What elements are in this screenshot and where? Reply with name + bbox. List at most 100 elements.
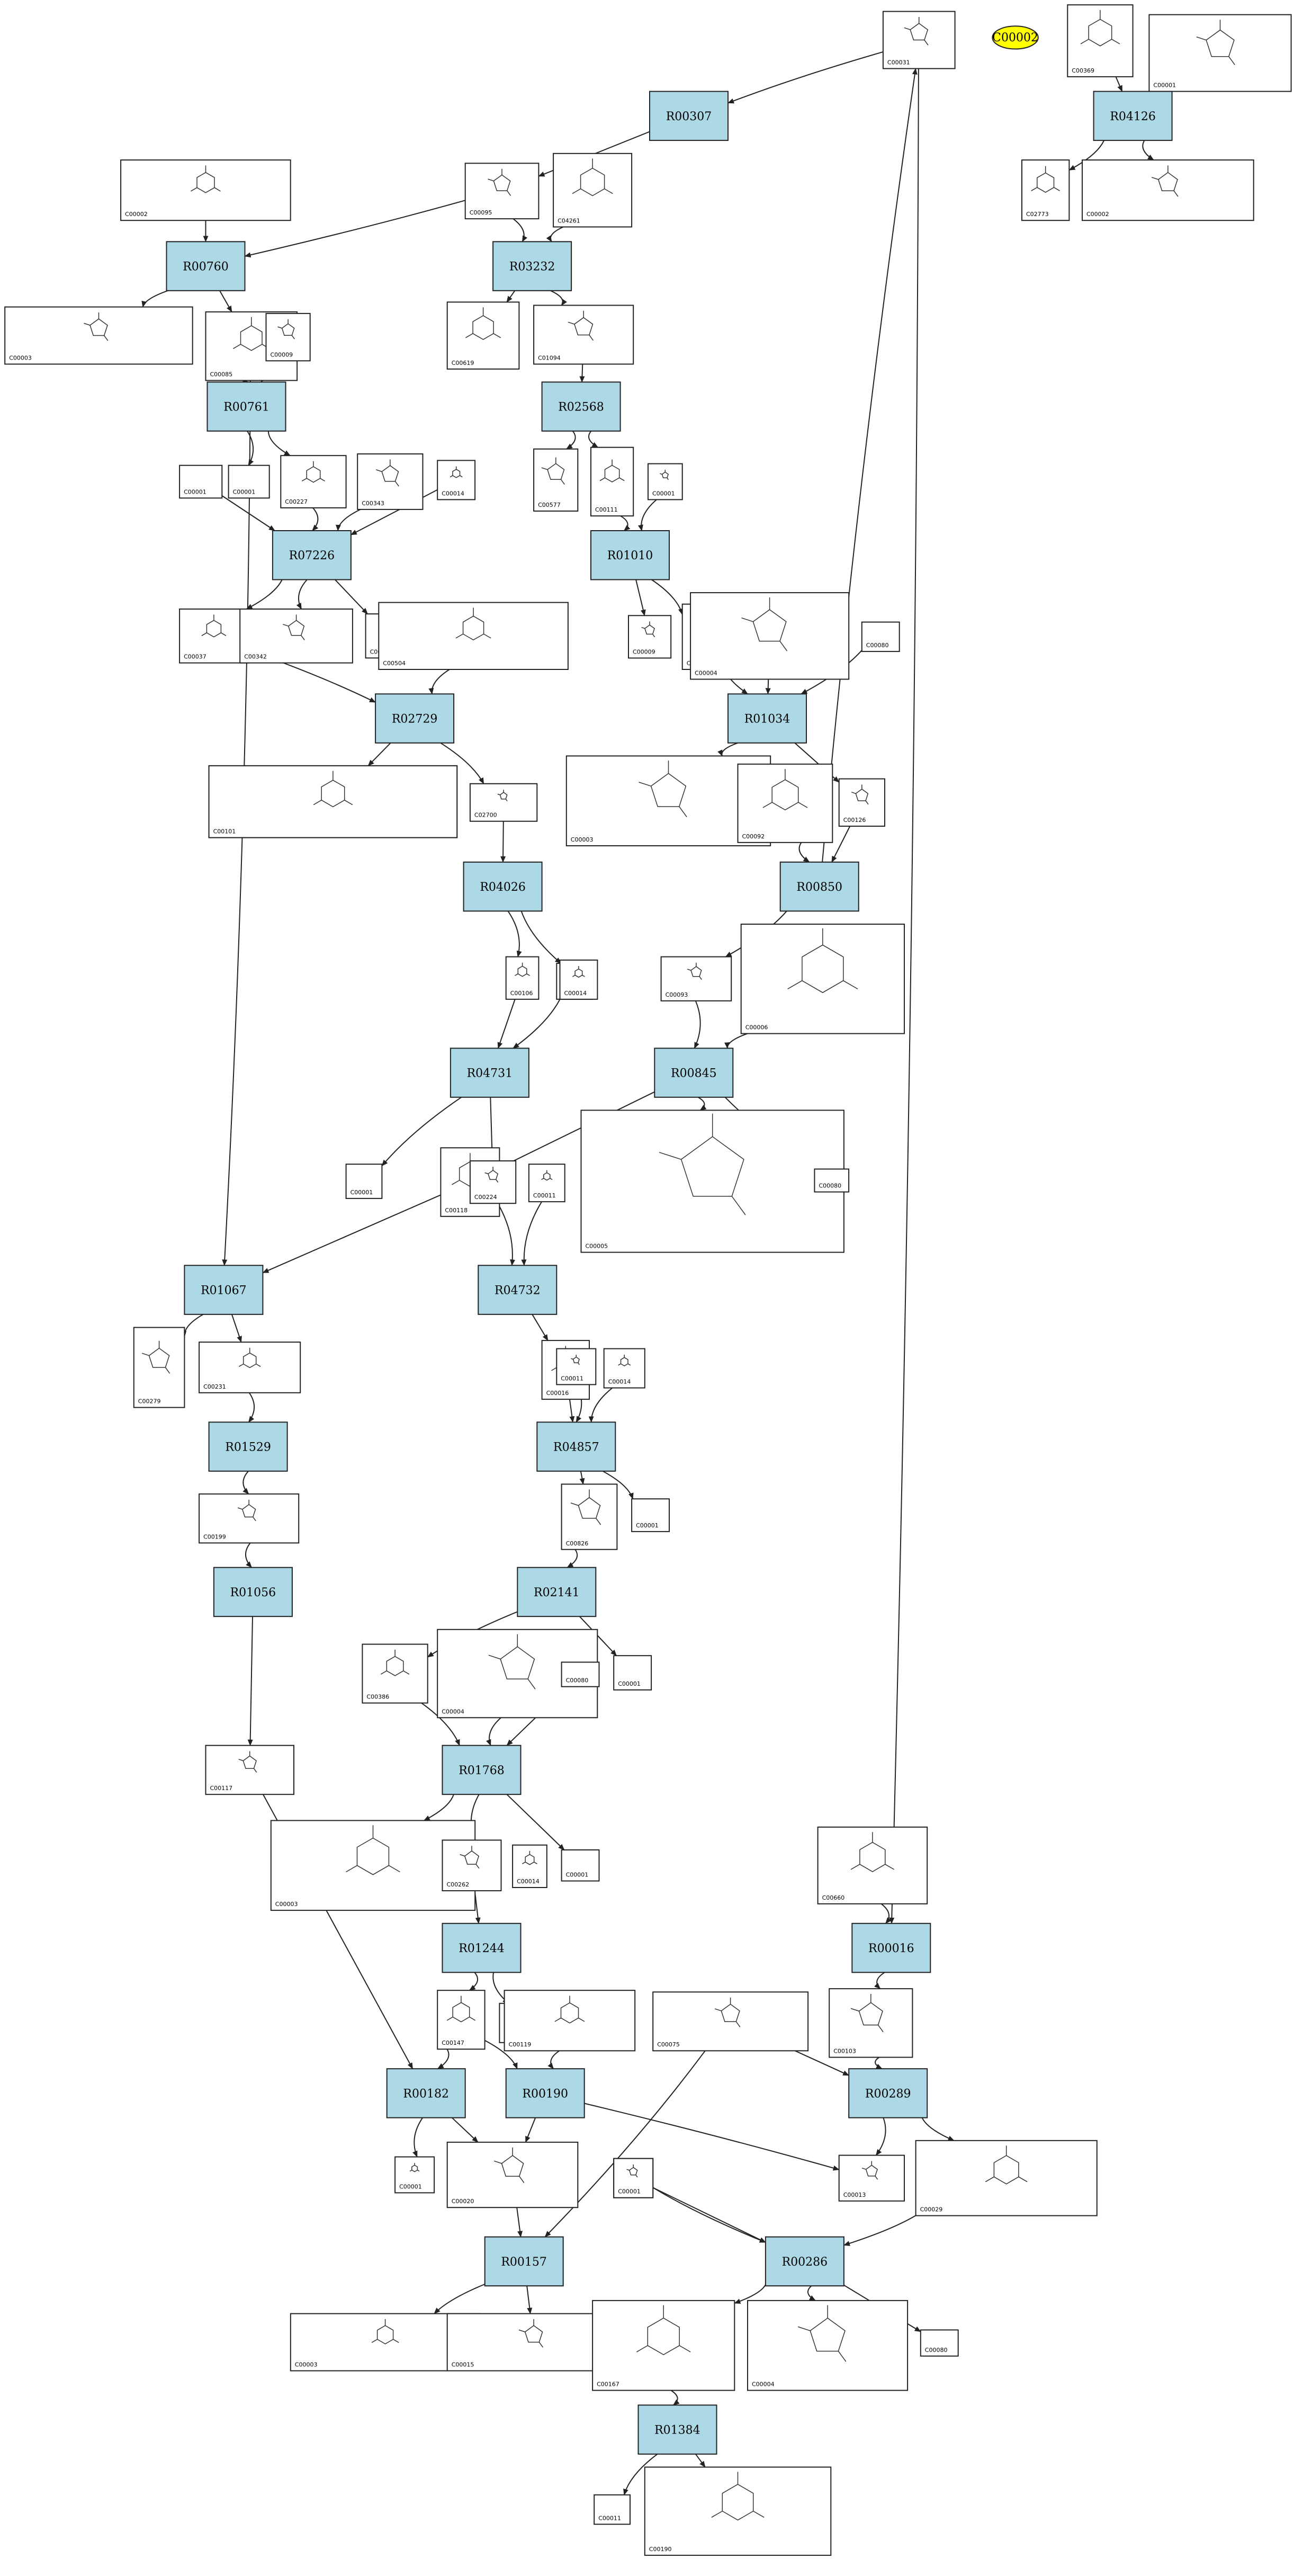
compound-node[interactable]: C00080	[814, 1168, 850, 1193]
compound-node[interactable]: C00003	[565, 755, 771, 847]
compound-node[interactable]: C00167	[592, 2300, 735, 2391]
compound-node[interactable]: C01094	[533, 305, 634, 365]
compound-node[interactable]: C00103	[829, 1988, 913, 2058]
compound-node[interactable]: C00001	[631, 1498, 670, 1532]
reaction-node-r00845[interactable]: R00845	[654, 1048, 734, 1098]
reaction-node-r03232[interactable]: R03232	[492, 241, 572, 291]
reaction-node-r00761[interactable]: R00761	[206, 381, 286, 432]
compound-node[interactable]: C00093	[660, 956, 732, 1001]
compound-node[interactable]: C02773	[1021, 159, 1070, 221]
reaction-node-r02568[interactable]: R02568	[541, 381, 621, 432]
compound-node[interactable]: C00011	[528, 1164, 565, 1203]
reaction-node-r04731[interactable]: R04731	[450, 1048, 529, 1098]
compound-node[interactable]: C00095	[464, 163, 540, 220]
reaction-node-r00850[interactable]: R00850	[779, 861, 859, 912]
compound-node[interactable]: C00504	[378, 602, 569, 670]
reaction-node-r00760[interactable]: R00760	[166, 241, 246, 291]
reaction-node-r01010[interactable]: R01010	[590, 530, 670, 580]
compound-node[interactable]: C00119	[504, 1990, 636, 2052]
compound-node[interactable]: C00231	[199, 1341, 301, 1393]
compound-node[interactable]: C00031	[882, 11, 956, 69]
compound-node[interactable]: C00001	[394, 2156, 435, 2194]
compound-node[interactable]: C00003	[4, 306, 193, 365]
reaction-node-r01529[interactable]: R01529	[208, 1421, 288, 1472]
compound-node[interactable]: C00343	[357, 453, 424, 510]
compound-node[interactable]: C00006	[740, 924, 905, 1034]
compound-node[interactable]: C00106	[505, 956, 540, 1000]
compound-node[interactable]: C00004	[747, 2300, 909, 2391]
compound-node[interactable]: C00014	[559, 959, 598, 1000]
compound-node[interactable]: C00117	[205, 1745, 294, 1795]
compound-node[interactable]: C00001	[648, 463, 683, 500]
reaction-node-r00307[interactable]: R00307	[649, 91, 729, 141]
compound-node[interactable]: C00826	[561, 1483, 618, 1550]
compound-node[interactable]: C00014	[603, 1348, 645, 1389]
compound-node[interactable]: C00279	[133, 1327, 185, 1408]
reaction-node-r04126[interactable]: R04126	[1093, 91, 1173, 141]
reaction-node-r00157[interactable]: R00157	[484, 2236, 564, 2287]
compound-node[interactable]: C00013	[838, 2154, 905, 2202]
compound-node[interactable]: C00080	[861, 621, 900, 652]
reaction-node-r01244[interactable]: R01244	[442, 1922, 522, 1973]
reaction-node-r00182[interactable]: R00182	[386, 2068, 466, 2118]
reaction-node-r01384[interactable]: R01384	[637, 2404, 717, 2455]
compound-node[interactable]: C00001	[179, 464, 223, 499]
compound-node[interactable]: C00126	[838, 778, 885, 827]
compound-node[interactable]: C00386	[362, 1643, 428, 1704]
compound-node[interactable]: C00001	[613, 1655, 652, 1690]
compound-node[interactable]: C00001	[228, 464, 270, 499]
compound-node[interactable]: C00262	[442, 1839, 502, 1892]
compound-node[interactable]: C00009	[265, 312, 311, 362]
compound-node[interactable]: C00199	[199, 1493, 300, 1544]
reaction-node-r00016[interactable]: R00016	[851, 1922, 931, 1973]
compound-node[interactable]: C00075	[652, 1991, 809, 2052]
reaction-node-r01034[interactable]: R01034	[727, 693, 807, 744]
compound-node[interactable]: C00001	[561, 1849, 600, 1882]
compound-node[interactable]: C04261	[553, 153, 633, 228]
compound-node[interactable]: C00014	[437, 460, 476, 500]
reaction-node-r02729[interactable]: R02729	[375, 693, 455, 744]
compound-node[interactable]: C00080	[561, 1661, 600, 1687]
compound-node[interactable]: C00001	[613, 2158, 654, 2198]
compound-node[interactable]: C00660	[817, 1826, 928, 1904]
compound-node[interactable]: C00011	[556, 1348, 597, 1385]
compound-node[interactable]: C02700	[469, 783, 538, 822]
reaction-node-r04857[interactable]: R04857	[536, 1421, 616, 1472]
compound-node[interactable]: C00577	[533, 448, 579, 512]
compound-node[interactable]: C00020	[446, 2141, 579, 2208]
reaction-node-r02141[interactable]: R02141	[517, 1567, 597, 1617]
compound-node[interactable]: C00111	[590, 446, 634, 517]
compound-node[interactable]: C00147	[437, 1990, 486, 2050]
compound-node[interactable]: C00002	[1082, 159, 1254, 221]
compound-node[interactable]: C00011	[594, 2494, 631, 2525]
compound-node[interactable]: C00004	[690, 592, 850, 680]
reaction-node-r00289[interactable]: R00289	[848, 2068, 928, 2118]
compound-node[interactable]: C00037	[179, 609, 249, 664]
compound-node[interactable]: C00009	[628, 615, 672, 659]
compound-node[interactable]: C00001	[345, 1164, 383, 1199]
reaction-node-r04732[interactable]: R04732	[478, 1265, 558, 1315]
compound-node[interactable]: C00003	[270, 1820, 476, 1911]
compound-node[interactable]: C00015	[446, 2313, 621, 2372]
compound-node[interactable]: C00014	[512, 1844, 547, 1889]
reaction-node-r01067[interactable]: R01067	[184, 1265, 264, 1315]
compound-node[interactable]: C00224	[469, 1160, 517, 1204]
reaction-node-r01056[interactable]: R01056	[213, 1567, 293, 1617]
compound-node[interactable]: C00227	[280, 455, 347, 508]
reaction-node-r00286[interactable]: R00286	[765, 2236, 844, 2287]
compound-node[interactable]: C00369	[1067, 4, 1134, 77]
special-compound-marker[interactable]: C00002	[992, 25, 1039, 50]
compound-node[interactable]: C00001	[1148, 14, 1292, 92]
compound-node[interactable]: C00002	[120, 159, 291, 221]
reaction-node-r00190[interactable]: R00190	[505, 2068, 585, 2118]
compound-node[interactable]: C00619	[446, 301, 520, 370]
reaction-node-r01768[interactable]: R01768	[442, 1745, 522, 1795]
compound-node[interactable]: C00101	[208, 765, 458, 838]
reaction-node-r07226[interactable]: R07226	[272, 530, 352, 580]
compound-node[interactable]: C00080	[920, 2329, 959, 2357]
compound-node[interactable]: C00005	[580, 1110, 844, 1253]
compound-node[interactable]: C00190	[644, 2466, 832, 2556]
compound-node[interactable]: C00092	[737, 763, 833, 843]
compound-node[interactable]: C00029	[915, 2140, 1098, 2216]
compound-node[interactable]: C00342	[239, 609, 353, 664]
